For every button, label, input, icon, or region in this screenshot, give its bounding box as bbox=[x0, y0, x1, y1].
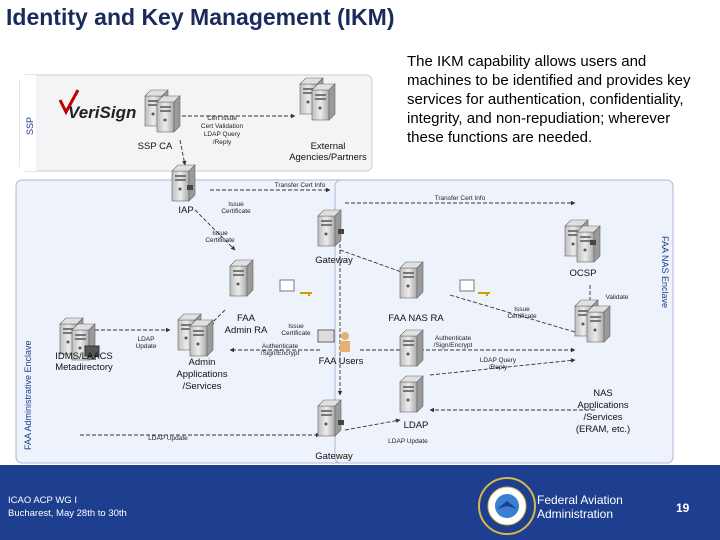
admin-enclave-label: FAA Administrative Enclave bbox=[23, 340, 33, 450]
line-gateway-nasra bbox=[339, 249, 411, 276]
footer-location: Bucharest, May 28th to 30th bbox=[8, 508, 127, 519]
auth-nas-1: Authenticate bbox=[435, 335, 472, 342]
issue-cert-iap2-1: Issue bbox=[212, 230, 228, 237]
ssp-label: SSP bbox=[25, 117, 35, 135]
admin-apps-label-1: Admin bbox=[189, 357, 216, 368]
cert-issue-note-4: /Reply bbox=[213, 139, 232, 146]
ocsp-label: OCSP bbox=[570, 268, 597, 279]
ssp-ca-label: SSP CA bbox=[138, 141, 173, 152]
auth-admin-2: /Sign/Encrypt bbox=[261, 350, 300, 357]
idms-label-1: IDMS/LAACS bbox=[55, 351, 113, 362]
cert-issue-note-2: Cert Validation bbox=[201, 123, 244, 130]
faa-admin-ra-label-1: FAA bbox=[237, 313, 256, 324]
computer-icon bbox=[84, 345, 100, 360]
nas-enclave-label: FAA NAS Enclave bbox=[660, 236, 670, 308]
issue-cert-admin-1: Issue bbox=[288, 323, 304, 330]
page-title: Identity and Key Management (IKM) bbox=[6, 4, 395, 30]
nas-apps-label-1: NAS bbox=[593, 388, 613, 399]
certificate-icon bbox=[279, 279, 295, 292]
admin-apps-label-3: /Services bbox=[182, 381, 221, 392]
svg-text:VeriSign: VeriSign bbox=[68, 103, 136, 122]
auth-admin-1: Authenticate bbox=[262, 343, 299, 350]
faa-admin-ra-label-2: Admin RA bbox=[225, 325, 268, 336]
lock-icon bbox=[187, 185, 193, 190]
line-ldap-nas bbox=[429, 358, 576, 376]
faa-name: Federal Aviation Administration bbox=[537, 493, 623, 521]
auth-nas-2: /Sign/Encrypt bbox=[434, 342, 473, 349]
line-nasra-nas bbox=[449, 294, 586, 337]
key-icon bbox=[300, 292, 312, 296]
faa-name-line-2: Administration bbox=[537, 507, 614, 521]
connections bbox=[80, 113, 595, 438]
transfer-top-note: Transfer Cert Info bbox=[275, 182, 326, 189]
lock-icon bbox=[590, 240, 596, 245]
line-adminra-admin bbox=[209, 309, 226, 326]
ldap-update-idms-1: LDAP bbox=[138, 336, 155, 343]
ldap-server-top bbox=[399, 329, 424, 367]
lock-icon bbox=[338, 229, 344, 234]
description-text: The IKM capability allows users and mach… bbox=[407, 53, 691, 146]
idms-label-2: Metadirectory bbox=[55, 362, 113, 373]
line-iap-adminra bbox=[194, 209, 236, 251]
user-icon bbox=[317, 329, 350, 352]
ikm-diagram: SSP FAA Administrative Enclave FAA NAS E… bbox=[15, 74, 674, 464]
iap-label: IAP bbox=[178, 205, 193, 216]
external-label-2: Agencies/Partners bbox=[289, 152, 367, 163]
issue-cert-admin-2: Certificate bbox=[281, 330, 311, 337]
verisign-logo: VeriSign bbox=[58, 89, 136, 122]
issue-cert-iap-1: Issue bbox=[228, 201, 244, 208]
nas-apps-label-4: (ERAM, etc.) bbox=[576, 424, 630, 435]
line-gateway-ldap bbox=[344, 418, 401, 431]
external-label-1: External bbox=[311, 141, 346, 152]
gateway-bottom-label: Gateway bbox=[315, 451, 353, 462]
lock-icon bbox=[338, 420, 344, 425]
faa-nas-ra-label: FAA NAS RA bbox=[388, 313, 444, 324]
validate-note: Validate bbox=[605, 294, 628, 301]
ldap-server bbox=[399, 375, 424, 413]
faa-seal-icon bbox=[478, 477, 536, 535]
line-sspca-iap bbox=[179, 139, 187, 166]
iap-server bbox=[171, 164, 196, 202]
ldap-query-2: /Reply bbox=[489, 364, 508, 371]
faa-nas-ra-server bbox=[399, 261, 424, 299]
certificate-icons bbox=[279, 279, 490, 296]
lock-icons bbox=[187, 185, 596, 425]
ssp-enclave: SSP bbox=[19, 74, 373, 172]
faa-admin-ra-server bbox=[229, 259, 254, 297]
issue-cert-iap-2: Certificate bbox=[221, 208, 251, 215]
ldap-update-gw: LDAP Update bbox=[388, 438, 428, 445]
ldap-label: LDAP bbox=[404, 420, 429, 431]
gateway-top-label: Gateway bbox=[315, 255, 353, 266]
ldap-query-1: LDAP Query bbox=[480, 357, 517, 364]
key-icon bbox=[478, 292, 490, 296]
footer-bar bbox=[0, 465, 720, 540]
gateway-bottom-server bbox=[317, 399, 342, 437]
nas-apps-label-2: Applications bbox=[577, 400, 628, 411]
ssp-ca-server bbox=[145, 90, 180, 132]
issue-cert-nas-2: Certificate bbox=[507, 313, 537, 320]
cert-issue-note-3: LDAP Query bbox=[204, 131, 241, 138]
footer-org: ICAO ACP WG I bbox=[8, 495, 77, 506]
ldap-update-idms-2: Update bbox=[136, 343, 157, 350]
external-server bbox=[300, 78, 335, 120]
faa-name-line-1: Federal Aviation bbox=[537, 493, 623, 507]
transfer-right-note: Transfer Cert Info bbox=[435, 195, 486, 202]
issue-cert-nas-1: Issue bbox=[514, 306, 530, 313]
admin-apps-server bbox=[178, 314, 213, 356]
nas-apps-server bbox=[575, 300, 610, 342]
gateway-top-server bbox=[317, 209, 342, 247]
faa-users-label: FAA Users bbox=[319, 356, 364, 367]
issue-cert-iap2-2: Certificate bbox=[205, 237, 235, 244]
page-number: 19 bbox=[676, 501, 690, 515]
admin-apps-label-2: Applications bbox=[176, 369, 227, 380]
ldap-update-bottom: LDAP Update bbox=[148, 435, 188, 442]
cert-issue-note-1: Cert Issue bbox=[207, 115, 237, 122]
nas-apps-label-3: /Services bbox=[583, 412, 622, 423]
certificate-icon bbox=[459, 279, 475, 292]
